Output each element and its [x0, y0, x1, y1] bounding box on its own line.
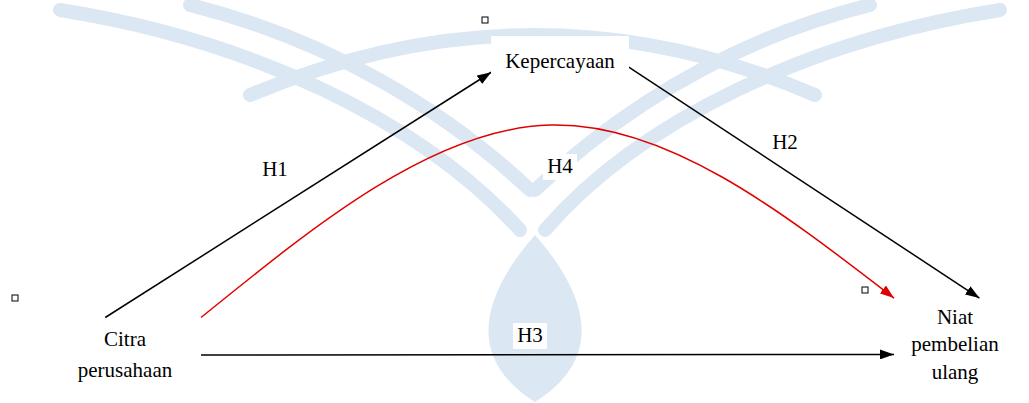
watermark-arc	[250, 35, 815, 95]
hypothesis-arrow	[105, 72, 491, 317]
mediation-arrow	[201, 125, 894, 318]
hypothesis-label: H1	[258, 157, 292, 182]
hypothesis-label: H3	[513, 323, 547, 348]
concept-node: Niat pembelian ulang	[894, 298, 1016, 392]
hypothesis-label: H4	[543, 154, 577, 179]
concept-label: Citra perusahaan	[55, 324, 195, 387]
concept-label: Kepercayaan	[505, 48, 615, 75]
handle-square	[482, 17, 488, 23]
concept-node: Citra perusahaan	[49, 318, 201, 393]
concept-node: Kepercayaan	[491, 36, 629, 87]
concept-label: Niat pembelian ulang	[900, 304, 1010, 386]
handle-square	[862, 287, 868, 293]
hypothesis-label: H2	[768, 130, 802, 155]
watermark-drop	[488, 235, 581, 402]
handle-square	[12, 295, 18, 301]
hypothesis-arrow	[629, 67, 980, 298]
hypothesis-arrow	[201, 354, 894, 356]
